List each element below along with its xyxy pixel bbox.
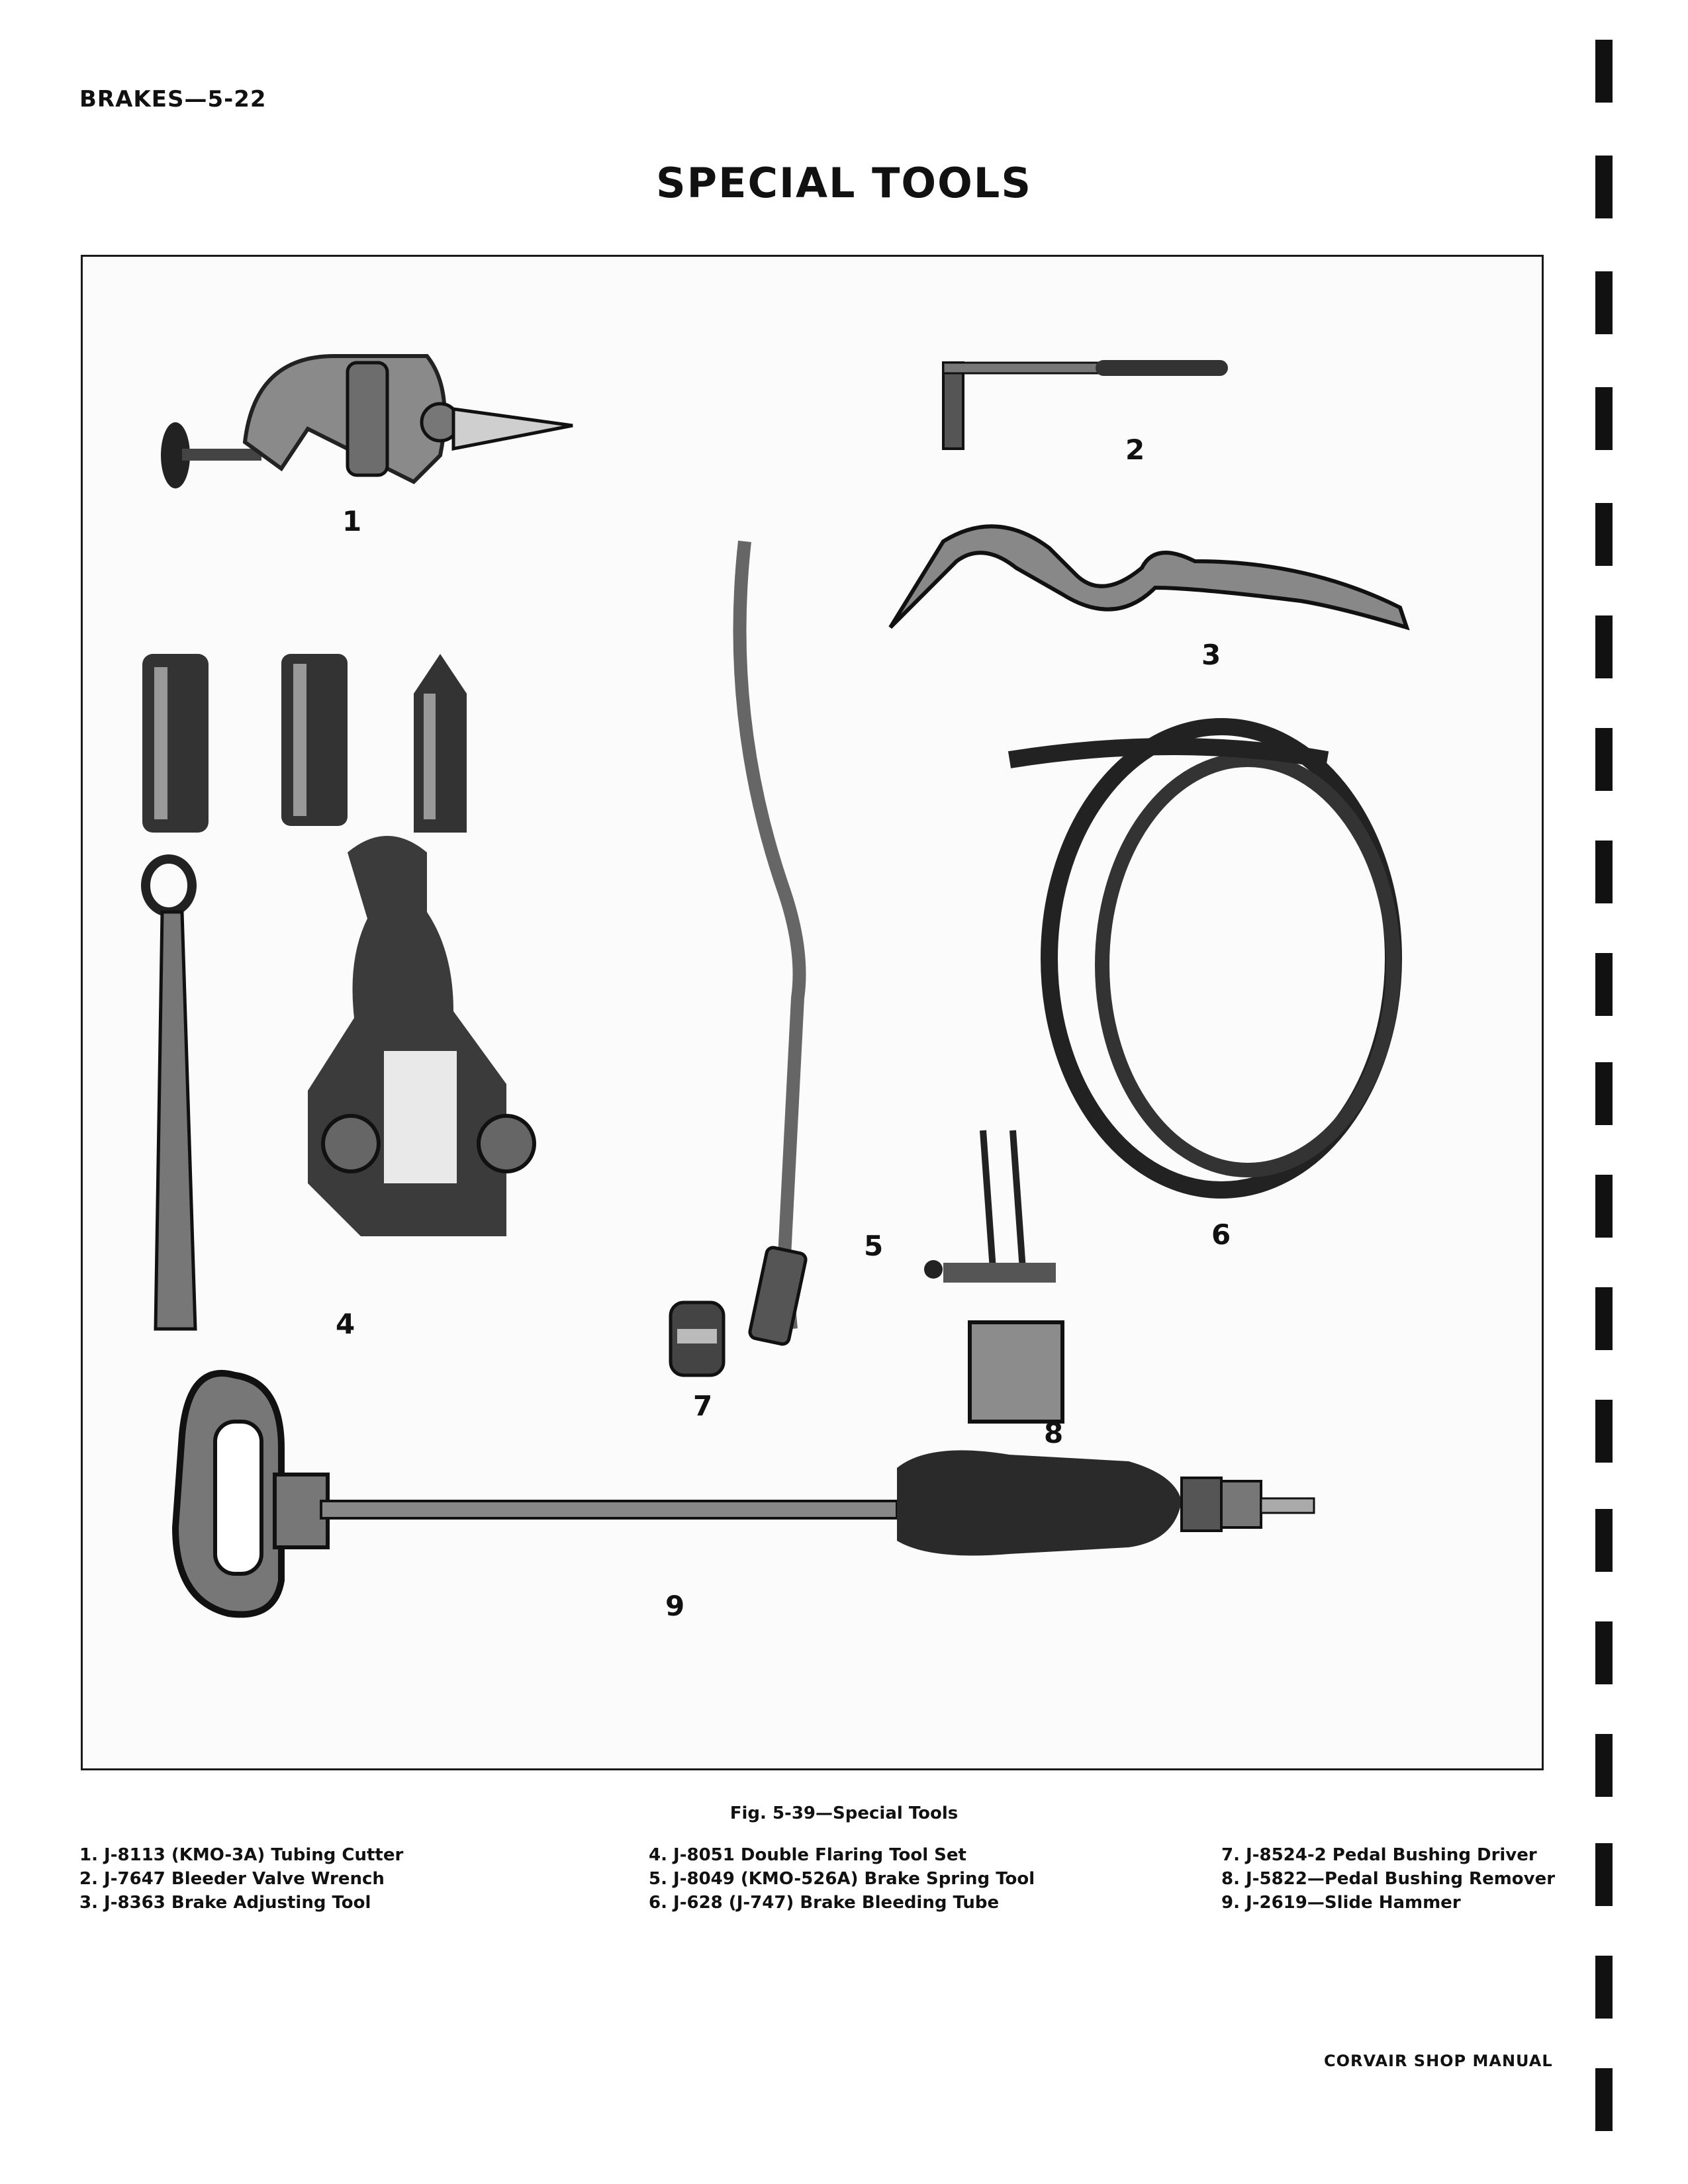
edge-mark: [1595, 728, 1613, 791]
callout-8: 8: [1044, 1417, 1064, 1449]
callout-7: 7: [693, 1390, 713, 1422]
edge-mark: [1595, 387, 1613, 450]
edge-mark: [1595, 40, 1613, 103]
callout-1: 1: [342, 505, 362, 537]
callout-4: 4: [336, 1308, 355, 1340]
edge-mark: [1595, 1175, 1613, 1238]
edge-mark: [1595, 1956, 1613, 2019]
edge-mark: [1595, 953, 1613, 1016]
legend-item: 5. J-8049 (KMO-526A) Brake Spring Tool: [649, 1869, 1035, 1889]
legend-item: 4. J-8051 Double Flaring Tool Set: [649, 1845, 966, 1865]
edge-mark: [1595, 1621, 1613, 1684]
legend-item: 3. J-8363 Brake Adjusting Tool: [79, 1893, 371, 1913]
legend-item: 9. J-2619—Slide Hammer: [1221, 1893, 1461, 1913]
page-title: SPECIAL TOOLS: [656, 159, 1032, 207]
tools-photo-figure: 1 2 3 4 5 6 7 8 9: [81, 255, 1544, 1770]
callout-2: 2: [1125, 433, 1145, 466]
legend-item: 1. J-8113 (KMO-3A) Tubing Cutter: [79, 1845, 404, 1865]
edge-mark: [1595, 1843, 1613, 1906]
legend-item: 2. J-7647 Bleeder Valve Wrench: [79, 1869, 385, 1889]
edge-mark: [1595, 1287, 1613, 1350]
edge-mark: [1595, 841, 1613, 903]
callout-6: 6: [1211, 1218, 1231, 1251]
legend-column-2: 4. J-8051 Double Flaring Tool Set 5. J-8…: [649, 1843, 1035, 1915]
edge-mark: [1595, 2068, 1613, 2131]
edge-mark: [1595, 271, 1613, 334]
slide-hammer-image: [171, 1369, 1315, 1618]
figure-caption: Fig. 5-39—Special Tools: [729, 1803, 959, 1823]
legend-item: 7. J-8524-2 Pedal Bushing Driver: [1221, 1845, 1537, 1865]
legend-item: 8. J-5822—Pedal Bushing Remover: [1221, 1869, 1556, 1889]
page-footer: CORVAIR SHOP MANUAL: [1324, 2052, 1553, 2070]
brake-spring-tool-image: [733, 540, 806, 1330]
legend-column-3: 7. J-8524-2 Pedal Bushing Driver 8. J-58…: [1221, 1843, 1555, 1915]
legend-item: 6. J-628 (J-747) Brake Bleeding Tube: [649, 1893, 1000, 1913]
brake-bleeding-tube-image: [1008, 718, 1402, 1199]
edge-mark: [1595, 503, 1613, 566]
pedal-bushing-remover-image: [924, 1130, 1064, 1424]
edge-mark: [1595, 1509, 1613, 1572]
edge-mark: [1595, 1062, 1613, 1125]
page-header: BRAKES—5-22: [79, 86, 267, 113]
callout-9: 9: [665, 1590, 685, 1622]
edge-mark: [1595, 1734, 1613, 1797]
bleeder-valve-wrench-image: [942, 360, 1228, 450]
brake-adjusting-tool-image: [888, 524, 1410, 631]
tools-photo: [141, 354, 1410, 1618]
legend-column-1: 1. J-8113 (KMO-3A) Tubing Cutter 2. J-76…: [79, 1843, 403, 1915]
tubing-cutter-image: [161, 354, 573, 488]
edge-mark: [1595, 156, 1613, 218]
edge-mark: [1595, 1400, 1613, 1463]
callout-3: 3: [1201, 639, 1221, 671]
double-flaring-tool-set-image: [141, 654, 536, 1331]
callout-5: 5: [864, 1230, 884, 1262]
pedal-bushing-driver-image: [669, 1300, 726, 1377]
edge-mark: [1595, 615, 1613, 678]
